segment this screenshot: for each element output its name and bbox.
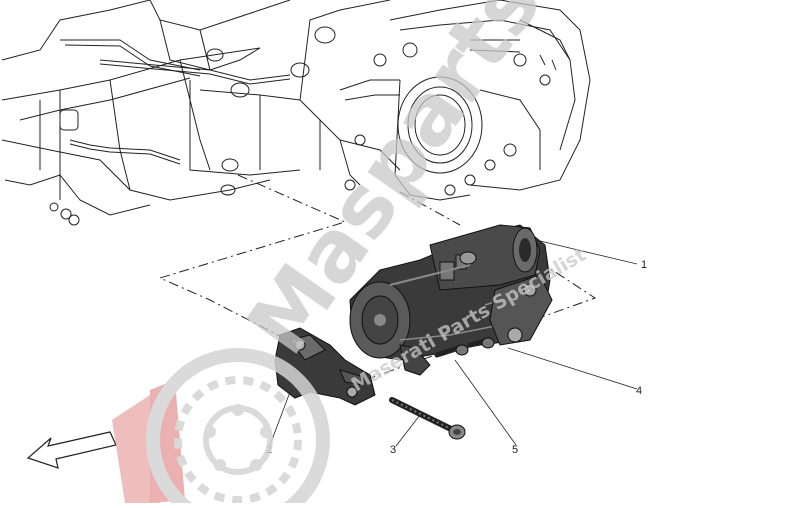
leader-line-3 <box>395 414 421 447</box>
starter-motor <box>349 224 553 376</box>
leader-line-5 <box>454 359 517 446</box>
leader-line-4 <box>507 347 638 390</box>
callout-4: 4 <box>636 385 642 397</box>
callout-5: 5 <box>512 444 518 456</box>
front-direction-arrow-icon <box>26 431 117 469</box>
callout-3: 3 <box>390 444 396 456</box>
leader-line-1 <box>535 239 638 265</box>
engine-block-drawing <box>1 0 591 226</box>
callout-1: 1 <box>641 259 647 271</box>
watermark-logo <box>112 348 330 508</box>
long-bolt <box>389 397 466 440</box>
assembly-outline <box>158 174 597 381</box>
leader-line-2 <box>269 391 291 446</box>
leader-lines <box>269 239 638 447</box>
short-bolts <box>434 337 495 358</box>
